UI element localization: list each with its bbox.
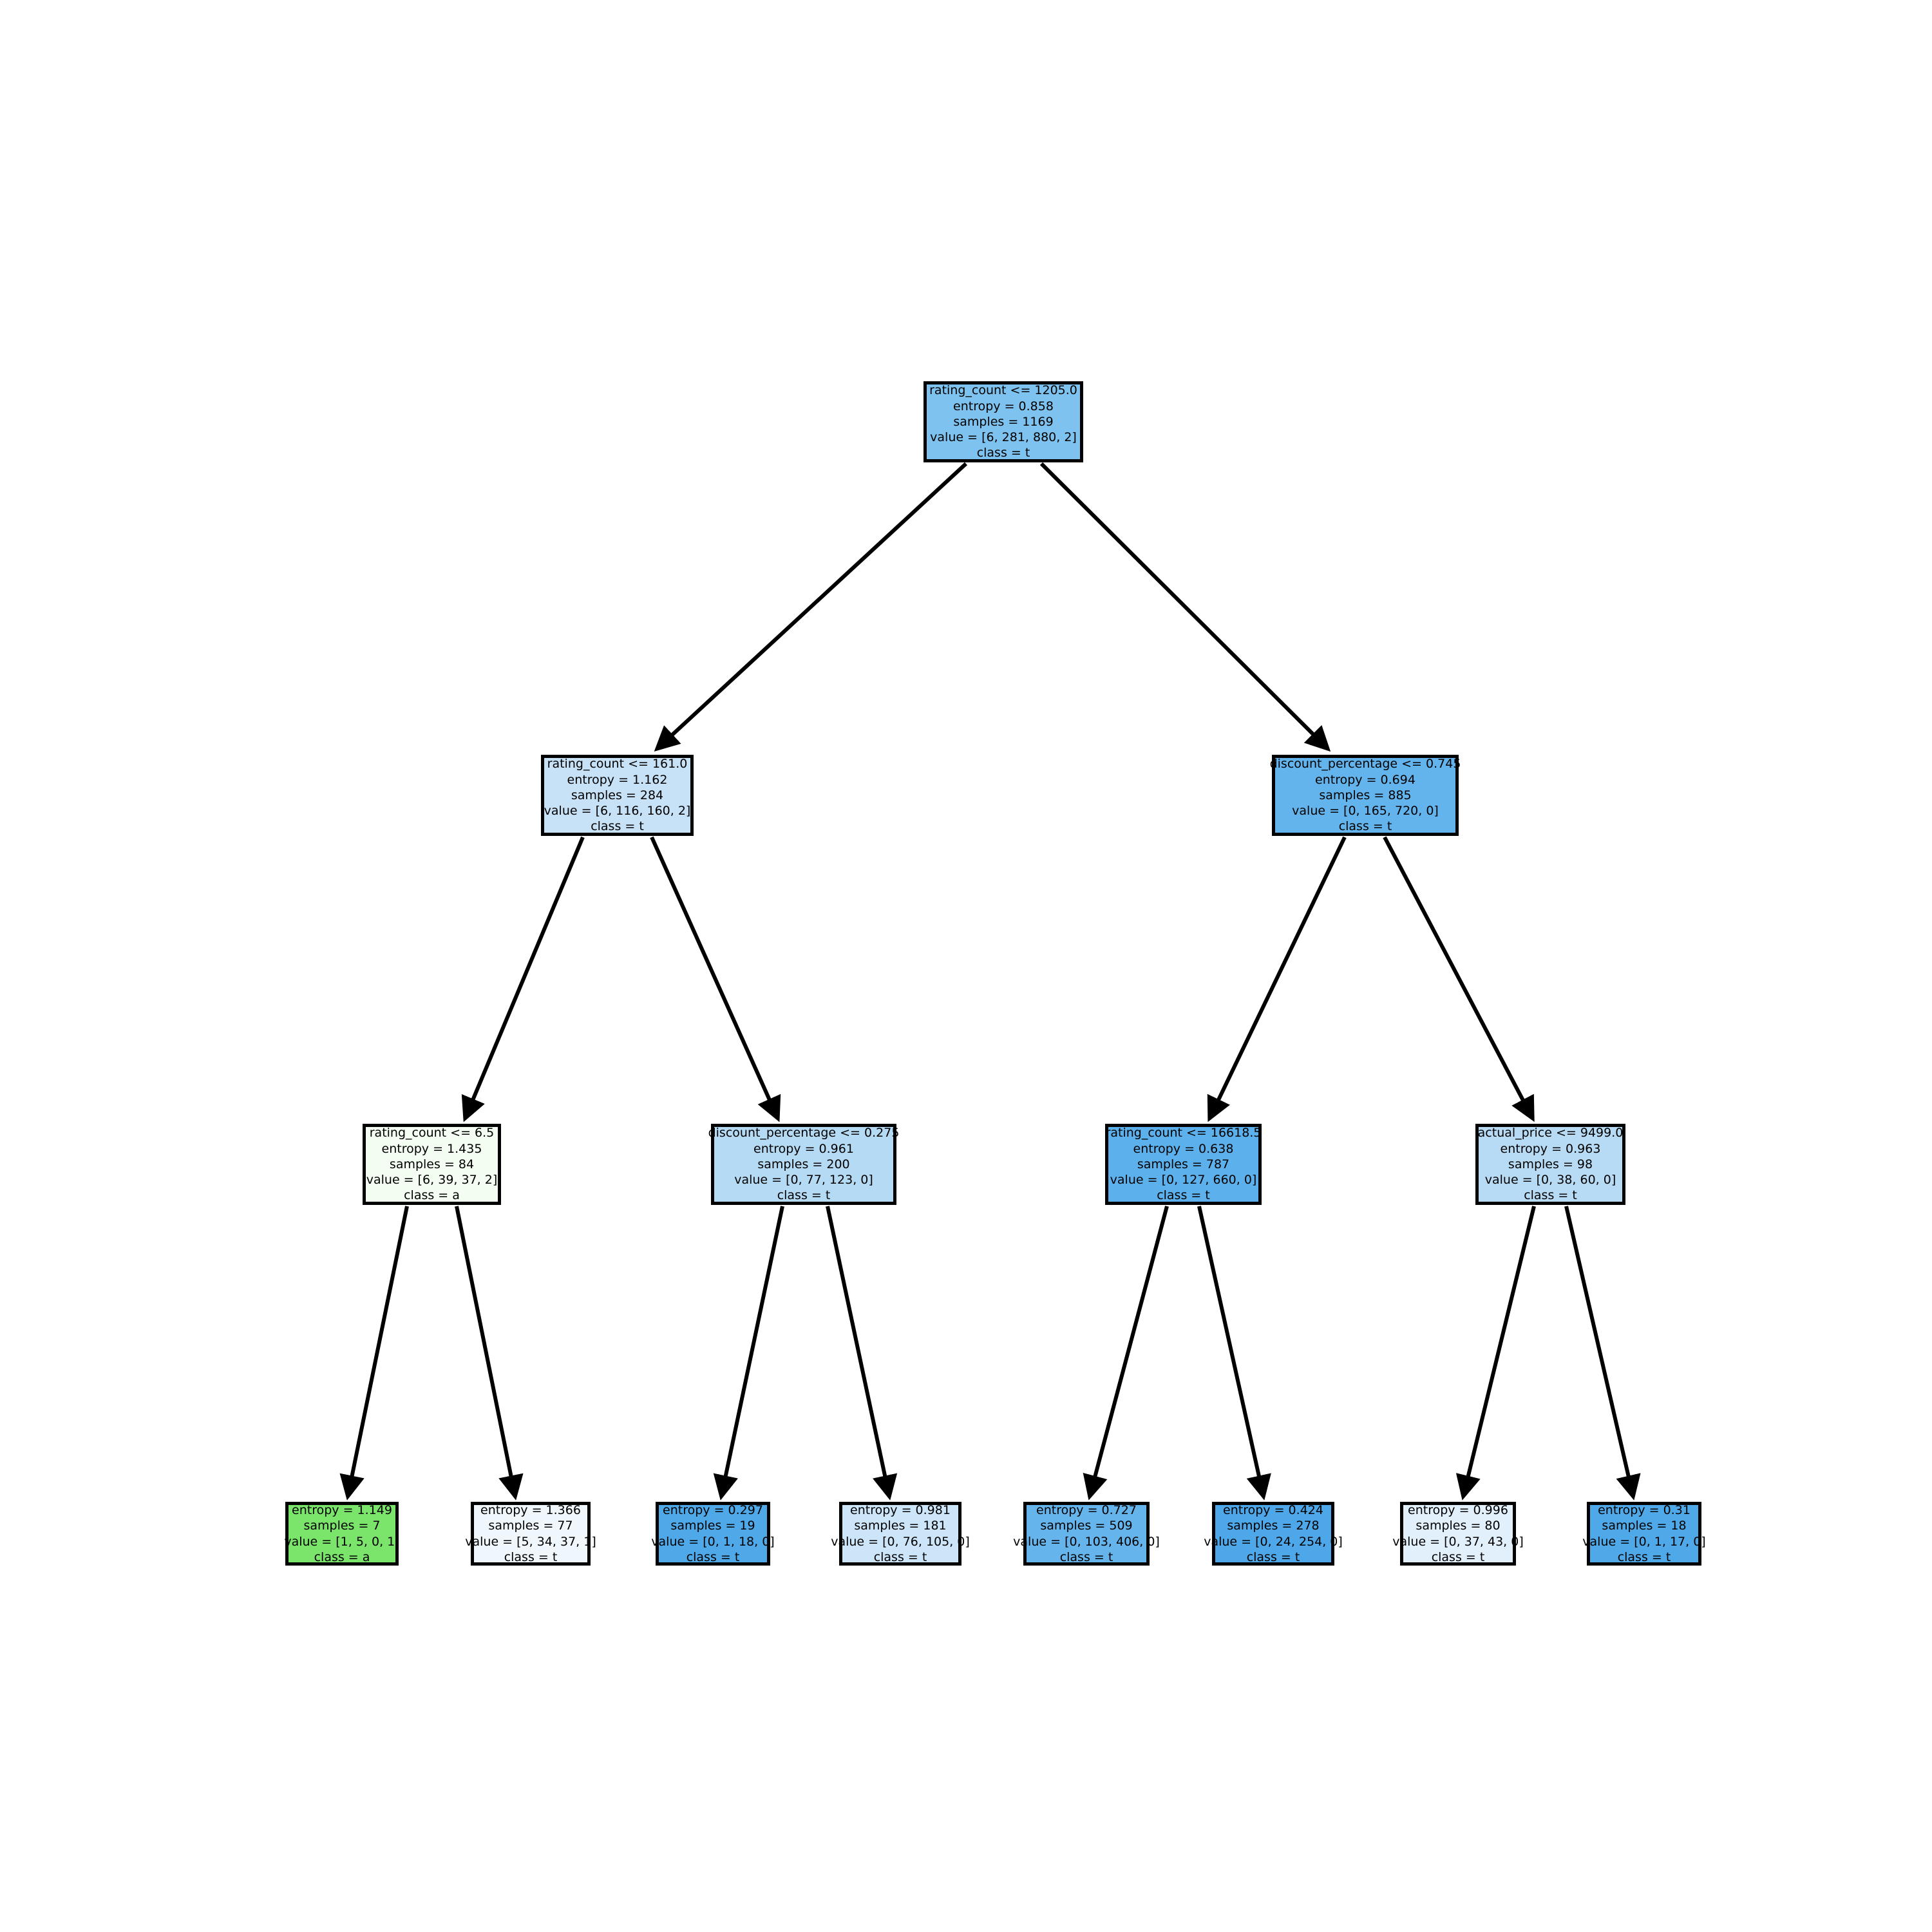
tree-node-line: entropy = 1.162 — [567, 772, 668, 787]
tree-node-line: value = [0, 1, 18, 0] — [651, 1534, 775, 1549]
tree-edge — [1564, 1206, 1641, 1501]
tree-edge — [1383, 836, 1535, 1122]
tree-node-line: entropy = 0.981 — [850, 1502, 951, 1517]
tree-node-line: samples = 509 — [1040, 1519, 1133, 1533]
tree-node-line: samples = 19 — [670, 1519, 755, 1533]
tree-node-line: class = t — [1157, 1188, 1210, 1203]
tree-node-line: class = t — [591, 819, 644, 834]
tree-node-line: class = t — [873, 1549, 927, 1564]
tree-node-line: samples = 80 — [1416, 1519, 1501, 1533]
tree-node-line: rating_count <= 6.5 — [369, 1126, 495, 1141]
tree-edge — [650, 836, 781, 1122]
tree-edge — [1455, 1206, 1536, 1501]
tree-node-line: rating_count <= 1205.0 — [929, 383, 1077, 398]
tree-node-line: entropy = 0.858 — [953, 399, 1054, 413]
tree-node-line: value = [0, 165, 720, 0] — [1292, 804, 1439, 819]
tree-node-line: samples = 181 — [854, 1519, 947, 1533]
tree-node-line: entropy = 0.297 — [663, 1502, 763, 1517]
tree-node-line: entropy = 0.31 — [1598, 1502, 1690, 1517]
tree-node-line: actual_price <= 9499.0 — [1477, 1126, 1624, 1141]
tree-node-line: value = [0, 77, 123, 0] — [734, 1173, 873, 1188]
tree-node-line: entropy = 1.149 — [292, 1502, 392, 1517]
tree-node-line: entropy = 1.435 — [381, 1141, 482, 1156]
tree-node-line: value = [0, 38, 60, 0] — [1484, 1173, 1616, 1188]
tree-node-line: value = [0, 127, 660, 0] — [1110, 1173, 1257, 1188]
tree-node-line: class = a — [404, 1188, 460, 1203]
tree-edge — [339, 1206, 409, 1501]
tree-node-line: value = [0, 76, 105, 0] — [831, 1534, 970, 1549]
tree-node-line: class = t — [777, 1188, 831, 1203]
tree-node-line: class = t — [1338, 819, 1392, 834]
tree-edge — [1197, 1206, 1271, 1501]
tree-node-line: samples = 787 — [1137, 1157, 1230, 1171]
tree-node-line: value = [6, 116, 160, 2] — [544, 804, 691, 819]
tree-node-line: samples = 98 — [1508, 1157, 1593, 1171]
tree-node-line: entropy = 0.424 — [1223, 1502, 1323, 1517]
tree-node-line: class = t — [1431, 1549, 1485, 1564]
tree-node-line: value = [1, 5, 0, 1] — [284, 1534, 400, 1549]
tree-node-line: entropy = 1.366 — [480, 1502, 581, 1517]
tree-edge — [455, 1206, 524, 1501]
tree-node-line: entropy = 0.638 — [1133, 1141, 1234, 1156]
tree-node-line: entropy = 0.963 — [1500, 1141, 1601, 1156]
tree-node-line: entropy = 0.996 — [1408, 1502, 1508, 1517]
tree-edge — [461, 836, 585, 1122]
tree-node-line: samples = 18 — [1602, 1519, 1687, 1533]
tree-edge — [713, 1206, 784, 1501]
tree-node-line: samples = 200 — [757, 1157, 850, 1171]
tree-edge — [1039, 462, 1331, 752]
tree-node-line: samples = 77 — [488, 1519, 573, 1533]
tree-node-line: samples = 885 — [1319, 788, 1412, 802]
tree-node-line: samples = 84 — [389, 1157, 475, 1171]
tree-edge — [654, 462, 968, 752]
tree-node-line: value = [6, 39, 37, 2] — [366, 1173, 498, 1188]
tree-node-line: samples = 1169 — [953, 414, 1054, 429]
tree-edge — [826, 1206, 898, 1501]
tree-node-line: entropy = 0.961 — [753, 1141, 854, 1156]
tree-node-line: entropy = 0.694 — [1315, 772, 1416, 787]
tree-node-line: value = [0, 24, 254, 0] — [1204, 1534, 1343, 1549]
tree-edge — [1207, 836, 1347, 1122]
tree-node-line: samples = 284 — [571, 788, 664, 802]
tree-node-line: class = t — [504, 1549, 558, 1564]
tree-node-line: class = t — [1059, 1549, 1113, 1564]
tree-node-line: discount_percentage <= 0.745 — [1269, 757, 1461, 772]
tree-edge — [1083, 1206, 1169, 1501]
tree-node-line: class = t — [1617, 1549, 1671, 1564]
tree-node-line: rating_count <= 161.0 — [547, 757, 688, 772]
tree-node-line: value = [6, 281, 880, 2] — [930, 430, 1077, 445]
tree-node-line: value = [0, 37, 43, 0] — [1392, 1534, 1524, 1549]
tree-node-line: class = t — [686, 1549, 740, 1564]
tree-node-line: value = [0, 103, 406, 0] — [1013, 1534, 1160, 1549]
tree-node-line: rating_count <= 16618.5 — [1105, 1126, 1262, 1141]
tree-node-line: class = t — [1246, 1549, 1300, 1564]
tree-node-line: samples = 278 — [1227, 1519, 1320, 1533]
tree-node-line: class = t — [1524, 1188, 1577, 1203]
tree-node-line: class = a — [314, 1549, 370, 1564]
tree-node-line: class = t — [976, 446, 1030, 460]
tree-node-line: value = [5, 34, 37, 1] — [465, 1534, 596, 1549]
tree-node-line: value = [0, 1, 17, 0] — [1582, 1534, 1706, 1549]
tree-node-line: samples = 7 — [303, 1519, 381, 1533]
tree-node-line: entropy = 0.727 — [1036, 1502, 1137, 1517]
tree-node-line: discount_percentage <= 0.275 — [708, 1126, 900, 1141]
